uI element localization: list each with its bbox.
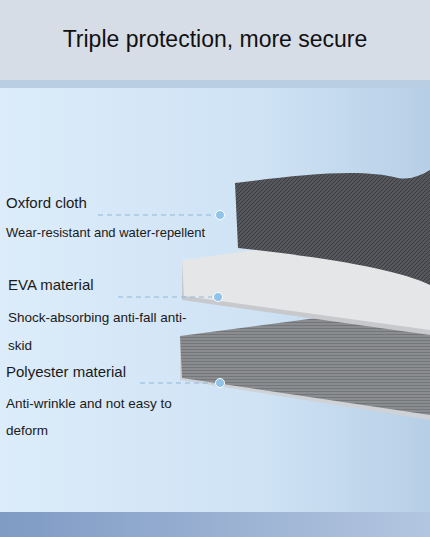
leader-line: [118, 296, 212, 297]
footer-band: [0, 512, 430, 537]
header-shadow: [0, 80, 430, 88]
layer-feature: Wear-resistant and water-repellent: [6, 224, 205, 241]
layer-name: EVA material: [8, 275, 94, 295]
layer-feature: Anti-wrinkle and not easy to deform: [6, 390, 206, 444]
header-band: [0, 0, 430, 80]
layer-feature: Shock-absorbing anti-fall anti-skid: [8, 304, 188, 360]
oxford-layer: [235, 170, 430, 285]
leader-dot: [214, 293, 223, 302]
layer-name: Polyester material: [6, 362, 126, 382]
title: Triple protection, more secure: [0, 26, 430, 53]
leader-line: [98, 214, 214, 215]
leader-dot: [216, 379, 225, 388]
layer-name: Oxford cloth: [6, 193, 87, 213]
leader-line: [140, 382, 214, 383]
leader-dot: [216, 211, 225, 220]
